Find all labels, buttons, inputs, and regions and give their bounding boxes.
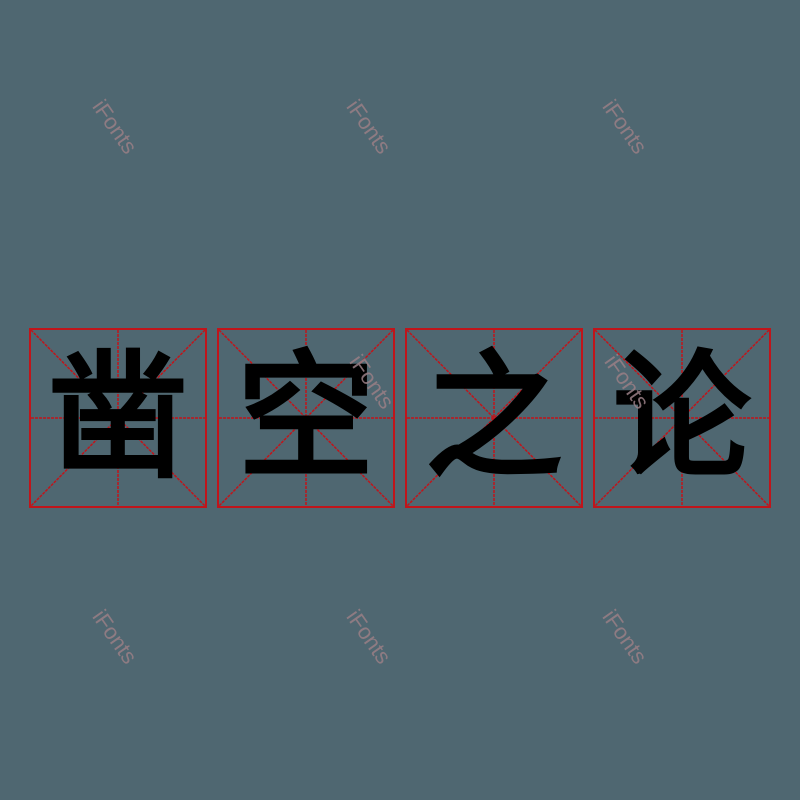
character-cell: 之 bbox=[405, 328, 583, 508]
watermark-text: iFonts bbox=[597, 95, 653, 159]
rice-grid-icon bbox=[31, 330, 205, 506]
title-character: 空 bbox=[236, 337, 375, 498]
rice-grid-icon bbox=[595, 330, 769, 506]
watermark-text: iFonts bbox=[87, 95, 143, 159]
rice-grid-icon bbox=[219, 330, 393, 506]
character-cell: 论 bbox=[593, 328, 771, 508]
title-character: 之 bbox=[424, 337, 563, 498]
character-cell: 空 bbox=[217, 328, 395, 508]
watermark-text: iFonts bbox=[87, 605, 143, 669]
title-character: 论 bbox=[612, 337, 751, 498]
watermark-text: iFonts bbox=[597, 605, 653, 669]
title-character: 凿 bbox=[48, 337, 187, 498]
watermark-text: iFonts bbox=[341, 605, 397, 669]
watermark-text: iFonts bbox=[341, 95, 397, 159]
rice-grid-icon bbox=[407, 330, 581, 506]
character-cell: 凿 bbox=[29, 328, 207, 508]
